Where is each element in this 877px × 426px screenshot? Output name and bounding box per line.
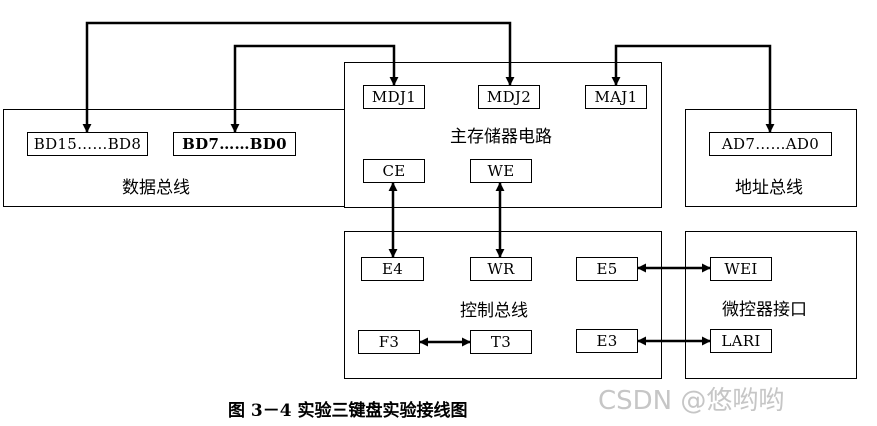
watermark: CSDN @悠哟哟 bbox=[598, 386, 785, 416]
e5-box: E5 bbox=[576, 257, 638, 281]
control-bus-label: 控制总线 bbox=[460, 301, 528, 321]
we-box: WE bbox=[470, 159, 532, 183]
figure-caption: 图 3－4 实验三键盘实验接线图 bbox=[228, 401, 468, 421]
wr-box: WR bbox=[470, 257, 532, 281]
wei-box: WEI bbox=[710, 257, 772, 281]
e3-box: E3 bbox=[576, 329, 638, 353]
f3-box: F3 bbox=[358, 330, 420, 354]
data-bus-label: 数据总线 bbox=[122, 178, 190, 198]
address-bus-label: 地址总线 bbox=[735, 178, 803, 198]
ce-box: CE bbox=[363, 159, 425, 183]
micro-interface-label: 微控器接口 bbox=[722, 300, 807, 320]
t3-box: T3 bbox=[470, 330, 532, 354]
micro-interface-panel bbox=[685, 231, 857, 379]
e4-box: E4 bbox=[361, 257, 424, 281]
bd7-bd0-box: BD7……BD0 bbox=[173, 132, 296, 156]
lari-box: LARI bbox=[710, 329, 772, 353]
bd15-bd8-box: BD15……BD8 bbox=[27, 132, 148, 156]
wire-mdj1-bd7 bbox=[230, 44, 399, 133]
wire-mdj2-bd15 bbox=[82, 21, 515, 133]
wire-maj1-ad7 bbox=[611, 44, 775, 133]
